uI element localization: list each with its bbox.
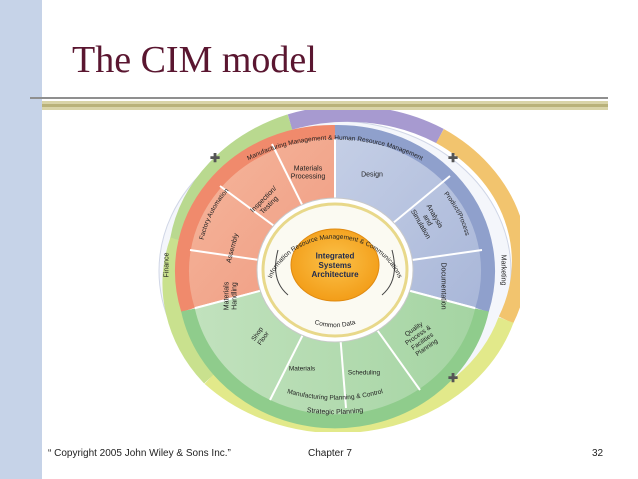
footer-chapter: Chapter 7 — [308, 448, 352, 459]
footer-page-number: 32 — [592, 448, 604, 459]
outer-ring-label-marketing: Marketing — [500, 255, 507, 286]
plus-marker-icon: ✚ — [448, 371, 458, 385]
footer-copyright: “ Copyright 2005 John Wiley & Sons Inc.” — [48, 448, 231, 459]
slide-left-accent-line — [42, 0, 43, 340]
plus-marker-icon: ✚ — [448, 151, 458, 165]
right-segment-label: Documentation — [440, 262, 447, 309]
title-rule-upper — [30, 97, 608, 99]
bottom-segment-label: Materials — [289, 365, 316, 372]
bottom-segment-label: Scheduling — [348, 369, 381, 376]
inner-ring-label-common-data: Common Data — [314, 319, 357, 329]
plus-marker-icon: ✚ — [210, 151, 220, 165]
left-segment-label: MaterialsHandling — [223, 281, 238, 310]
slide-left-accent-bar — [0, 0, 42, 479]
title-rule-lower-band — [42, 104, 608, 107]
right-segment-label: Design — [361, 171, 383, 178]
outer-ring-label-strategic-planning: Strategic Planning — [306, 407, 364, 416]
slide-title: The CIM model — [72, 39, 317, 81]
outer-ring-label-finance: Finance — [163, 252, 170, 277]
